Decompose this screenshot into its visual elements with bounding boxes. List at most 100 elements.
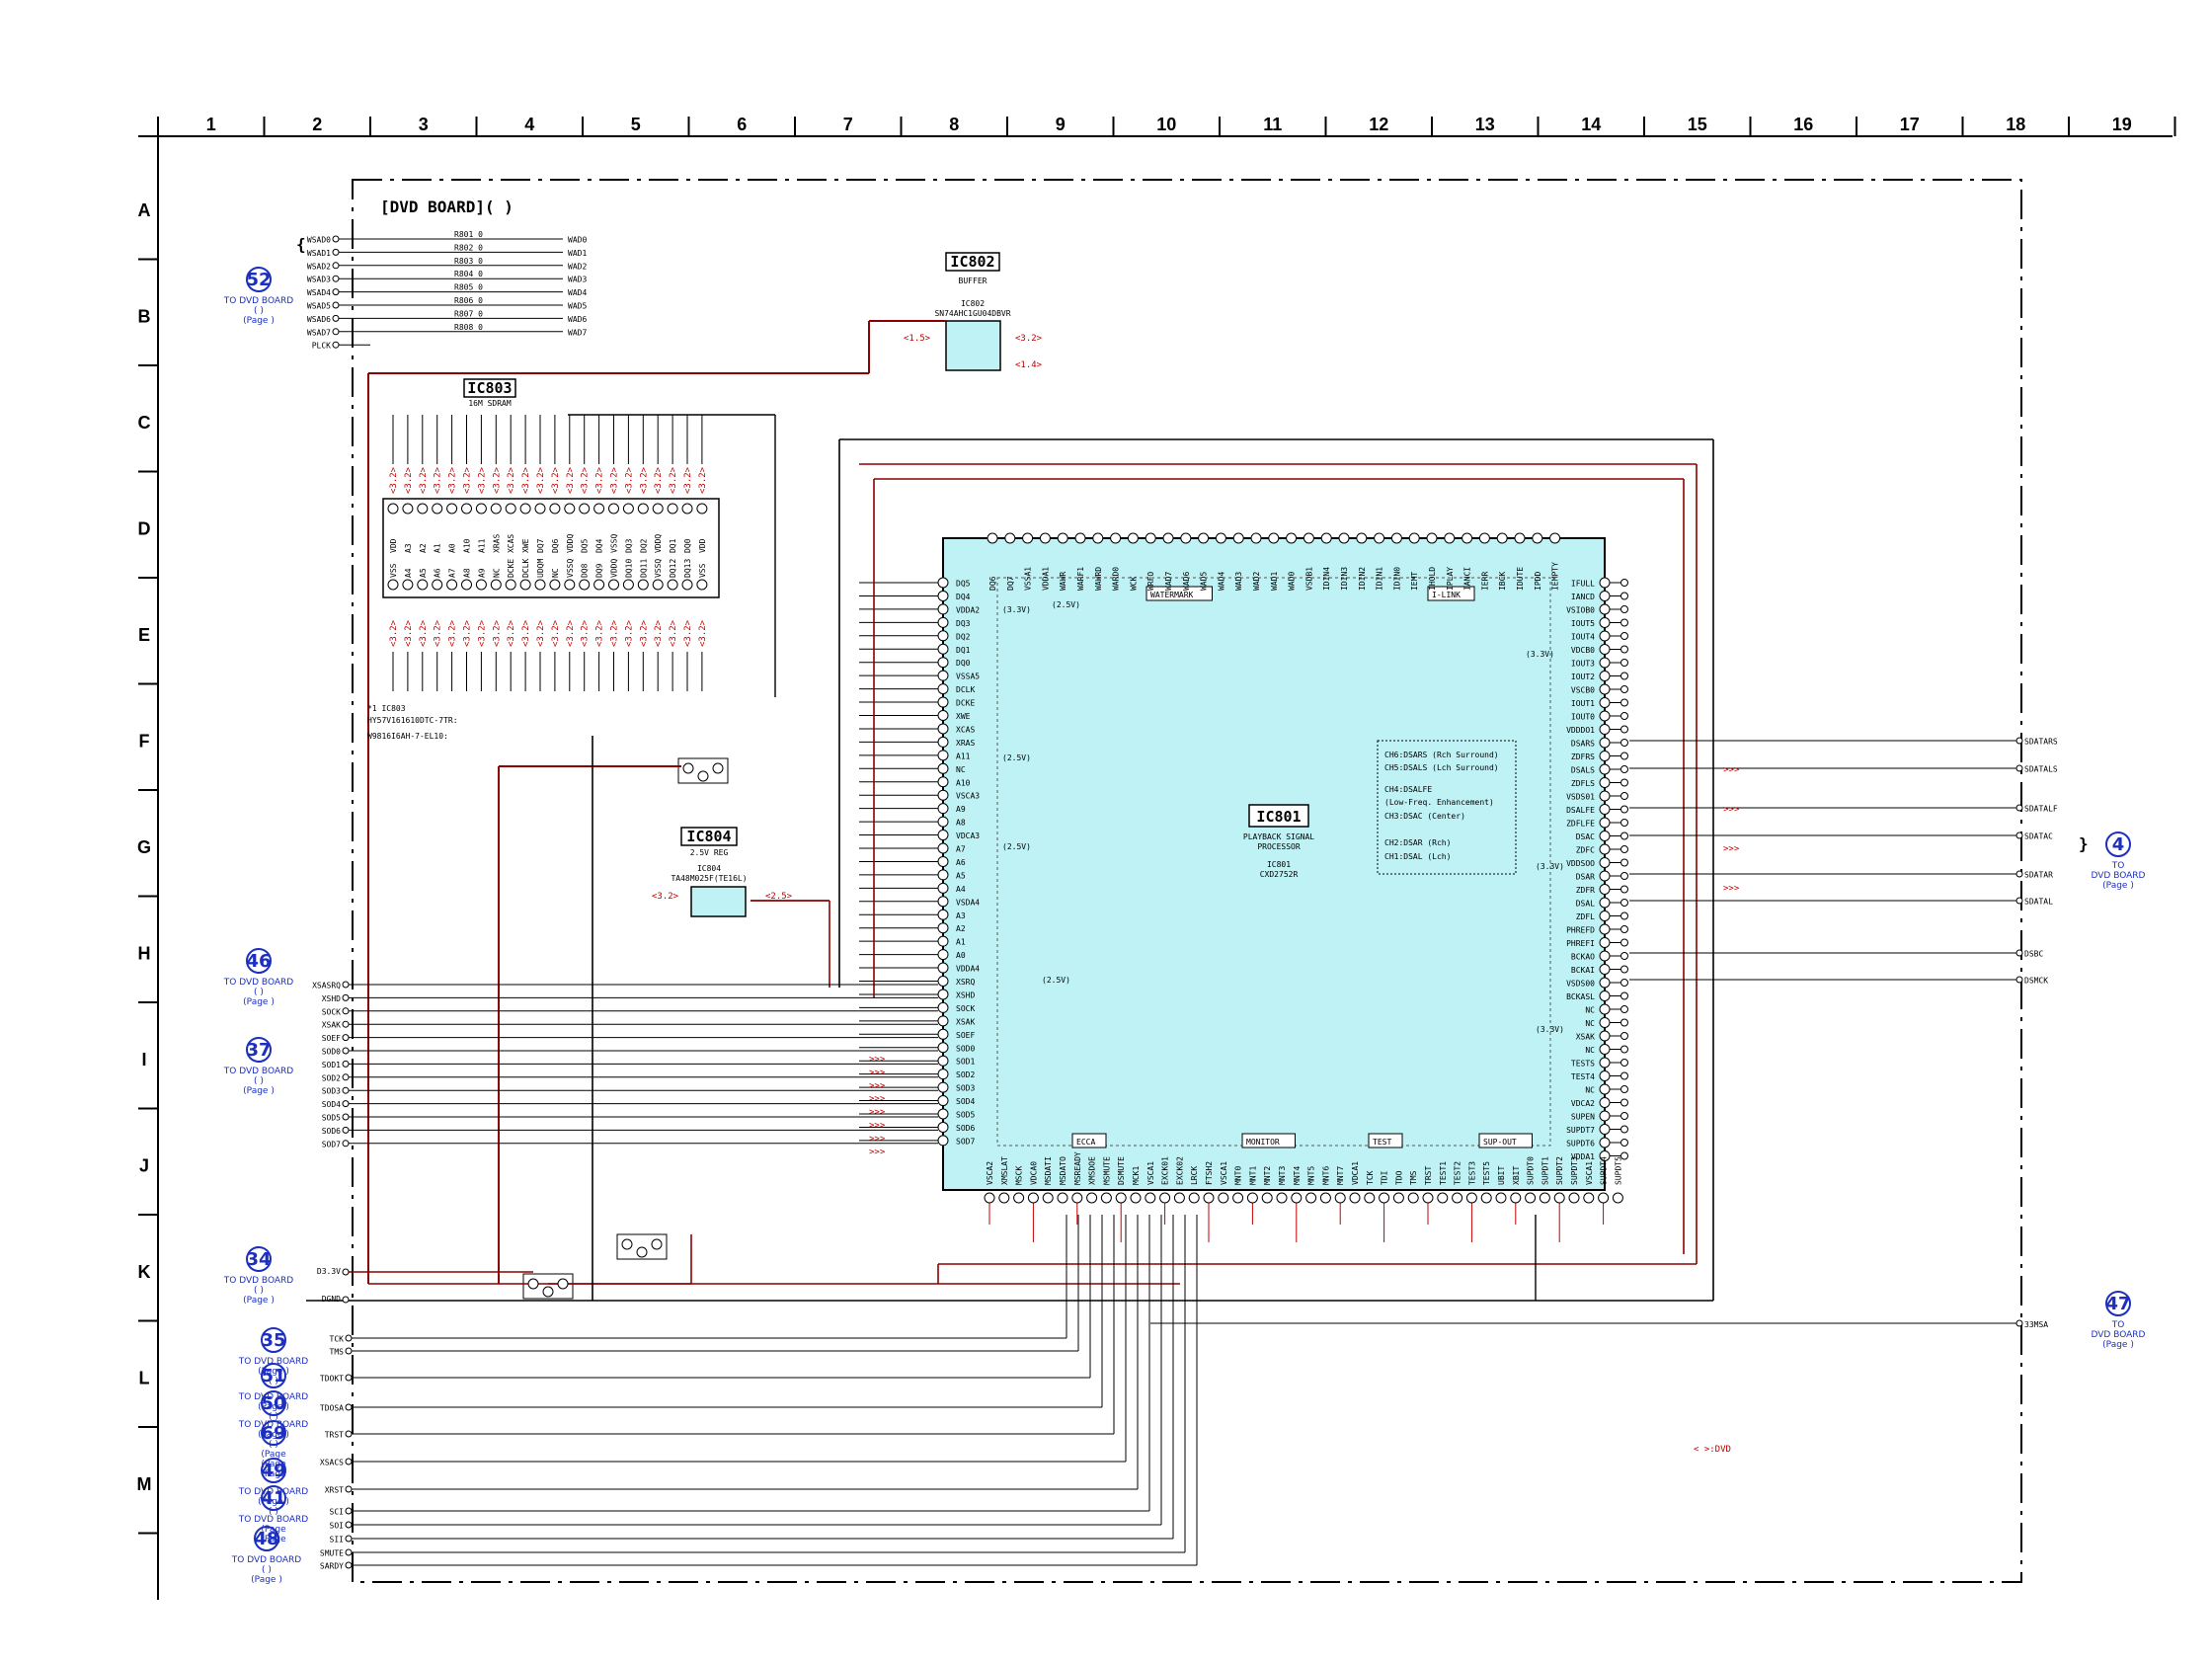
left-signal-label: WSAD1	[307, 249, 331, 258]
ic801-top-pin-label: IBCK	[1498, 572, 1507, 591]
connector-circle	[261, 1327, 286, 1353]
ic801-left-pin-label: XSAK	[956, 1017, 975, 1026]
ic801-pin	[937, 882, 949, 894]
ic803-pin	[667, 579, 678, 591]
connector-label: TO DVD BOARD	[238, 1357, 309, 1367]
connector-label: TO DVD BOARD	[238, 1420, 309, 1430]
connector-label: TO DVD BOARD	[238, 1515, 309, 1525]
ic801-pin	[1599, 577, 1611, 589]
ic803-bottom-pin-label: DQ9	[595, 563, 604, 578]
ic801-pin	[1291, 1192, 1303, 1204]
ic801-pin	[937, 762, 949, 774]
ic803-bottom-pin-label: UDQM	[536, 559, 545, 578]
section-tag-box	[1427, 586, 1475, 601]
ic801-pin	[1599, 950, 1611, 962]
wad-label: WAD6	[568, 315, 587, 324]
terminal	[2015, 764, 2023, 772]
ic801-left-pin-label: XCAS	[956, 725, 975, 734]
ic803-top-pin-label: VDD	[389, 538, 398, 553]
ic801-left-pin-label: DQ4	[956, 593, 971, 601]
row-letter: L	[139, 1368, 150, 1387]
voltage-label: (3.3V)	[1002, 605, 1031, 614]
ic801-pin	[1568, 1192, 1580, 1204]
terminal	[345, 1374, 353, 1382]
ic801-pin	[1599, 1017, 1611, 1028]
ic801-left-pin-label: VSCA3	[956, 792, 980, 801]
connector-label: TO	[2111, 861, 2125, 871]
left-signal-label: WSAD2	[307, 262, 331, 271]
test-point	[1620, 645, 1628, 654]
ic801-bottom-pin-label: VDCA0	[1029, 1161, 1038, 1185]
ic801-right-pin-label: ZDFR	[1576, 886, 1595, 895]
ic801-pin	[1338, 532, 1350, 544]
ic801-left-pin-label: A3	[956, 911, 966, 920]
filter-pin	[621, 1238, 633, 1250]
ic801-left-pin-label: XSRQ	[956, 978, 975, 987]
filter-pin	[527, 1278, 539, 1290]
wad-label: WAD7	[568, 328, 587, 337]
ic803-top-pin-label: DQ6	[551, 538, 560, 553]
ic803-pin	[564, 579, 576, 591]
ic801-pin	[1599, 804, 1611, 815]
ic801-bottom-pin-label: MSDATO	[1059, 1156, 1067, 1185]
filter-body	[677, 757, 729, 784]
ic801-right-pin-label: DSAC	[1576, 832, 1595, 841]
ic801-right-pin-label: IOUT2	[1571, 673, 1595, 681]
ic801-pin	[1599, 817, 1611, 829]
test-point	[1620, 685, 1628, 693]
test-point	[1620, 885, 1628, 894]
signal-arrow: >>>	[1723, 884, 1740, 894]
ic801-pin	[1057, 532, 1068, 544]
signal-arrow: >>>	[869, 1108, 886, 1118]
terminal	[345, 1403, 353, 1411]
left-signal-label: WSAD3	[307, 276, 331, 284]
ic801-pin	[1599, 870, 1611, 882]
ic803-pin	[534, 579, 546, 591]
terminal	[342, 1086, 350, 1094]
ic801-pin	[1599, 1044, 1611, 1055]
voltage-label: <3.2>	[551, 619, 561, 647]
voltage-label: <3.2>	[404, 466, 414, 494]
ic803-top-pin-label: A10	[463, 538, 472, 553]
ic801-right-pin-label: IOUT1	[1571, 699, 1595, 708]
brace: {	[296, 235, 306, 254]
ic804-part: TA48M025F(TE16L)	[671, 874, 747, 883]
ic803-pin	[549, 503, 561, 515]
connector-circle	[261, 1485, 286, 1511]
voltage-label: <3.2>	[521, 466, 531, 494]
ic803-label-box	[463, 378, 516, 398]
terminal	[2015, 804, 2023, 812]
connector-label: ( )	[262, 1565, 272, 1575]
ic801-top-pin-label: VSSA1	[1024, 567, 1033, 591]
terminal	[345, 1347, 353, 1355]
voltage-label: <3.2>	[669, 619, 678, 647]
ic801-pin	[937, 657, 949, 669]
connector-circle	[261, 1363, 286, 1388]
connector-number: 50	[261, 1393, 285, 1414]
ic801-pin	[937, 1108, 949, 1120]
ic801-bottom-pin-label: SUPDT5	[1614, 1156, 1622, 1185]
row-letter: M	[137, 1474, 152, 1494]
ic801-pin	[1276, 1192, 1288, 1204]
ic803-top-pin-label: VDDQ	[566, 534, 575, 553]
connector-label: (Page )	[258, 1430, 289, 1440]
voltage-label: <3.2>	[639, 466, 649, 494]
ic801-bottom-pin-label: MNT2	[1263, 1166, 1272, 1185]
ic801-right-pin-label: XSAK	[1576, 1033, 1595, 1042]
connector-label: (Page )	[2102, 1340, 2134, 1350]
voltage-label: (3.3V)	[1536, 862, 1564, 871]
ic803-pin	[490, 579, 502, 591]
connector-label: ( )	[254, 1076, 264, 1086]
column-number: 14	[1581, 115, 1601, 134]
signal-arrow: >>>	[869, 1055, 886, 1065]
ic803-pin	[637, 503, 649, 515]
ic803-pin	[622, 503, 634, 515]
ic801-right-pin-label: IOUT0	[1571, 713, 1595, 722]
ic801-top-pin-label: IHOLD	[1428, 567, 1437, 591]
ic801-left-pin-label: VDCA3	[956, 832, 980, 840]
ic801-right-pin-label: VDDDO1	[1566, 726, 1595, 735]
ic801-pin	[1539, 1192, 1550, 1204]
signal-arrow: >>>	[1723, 844, 1740, 854]
terminal	[342, 1268, 350, 1276]
ic803-pin	[593, 579, 605, 591]
